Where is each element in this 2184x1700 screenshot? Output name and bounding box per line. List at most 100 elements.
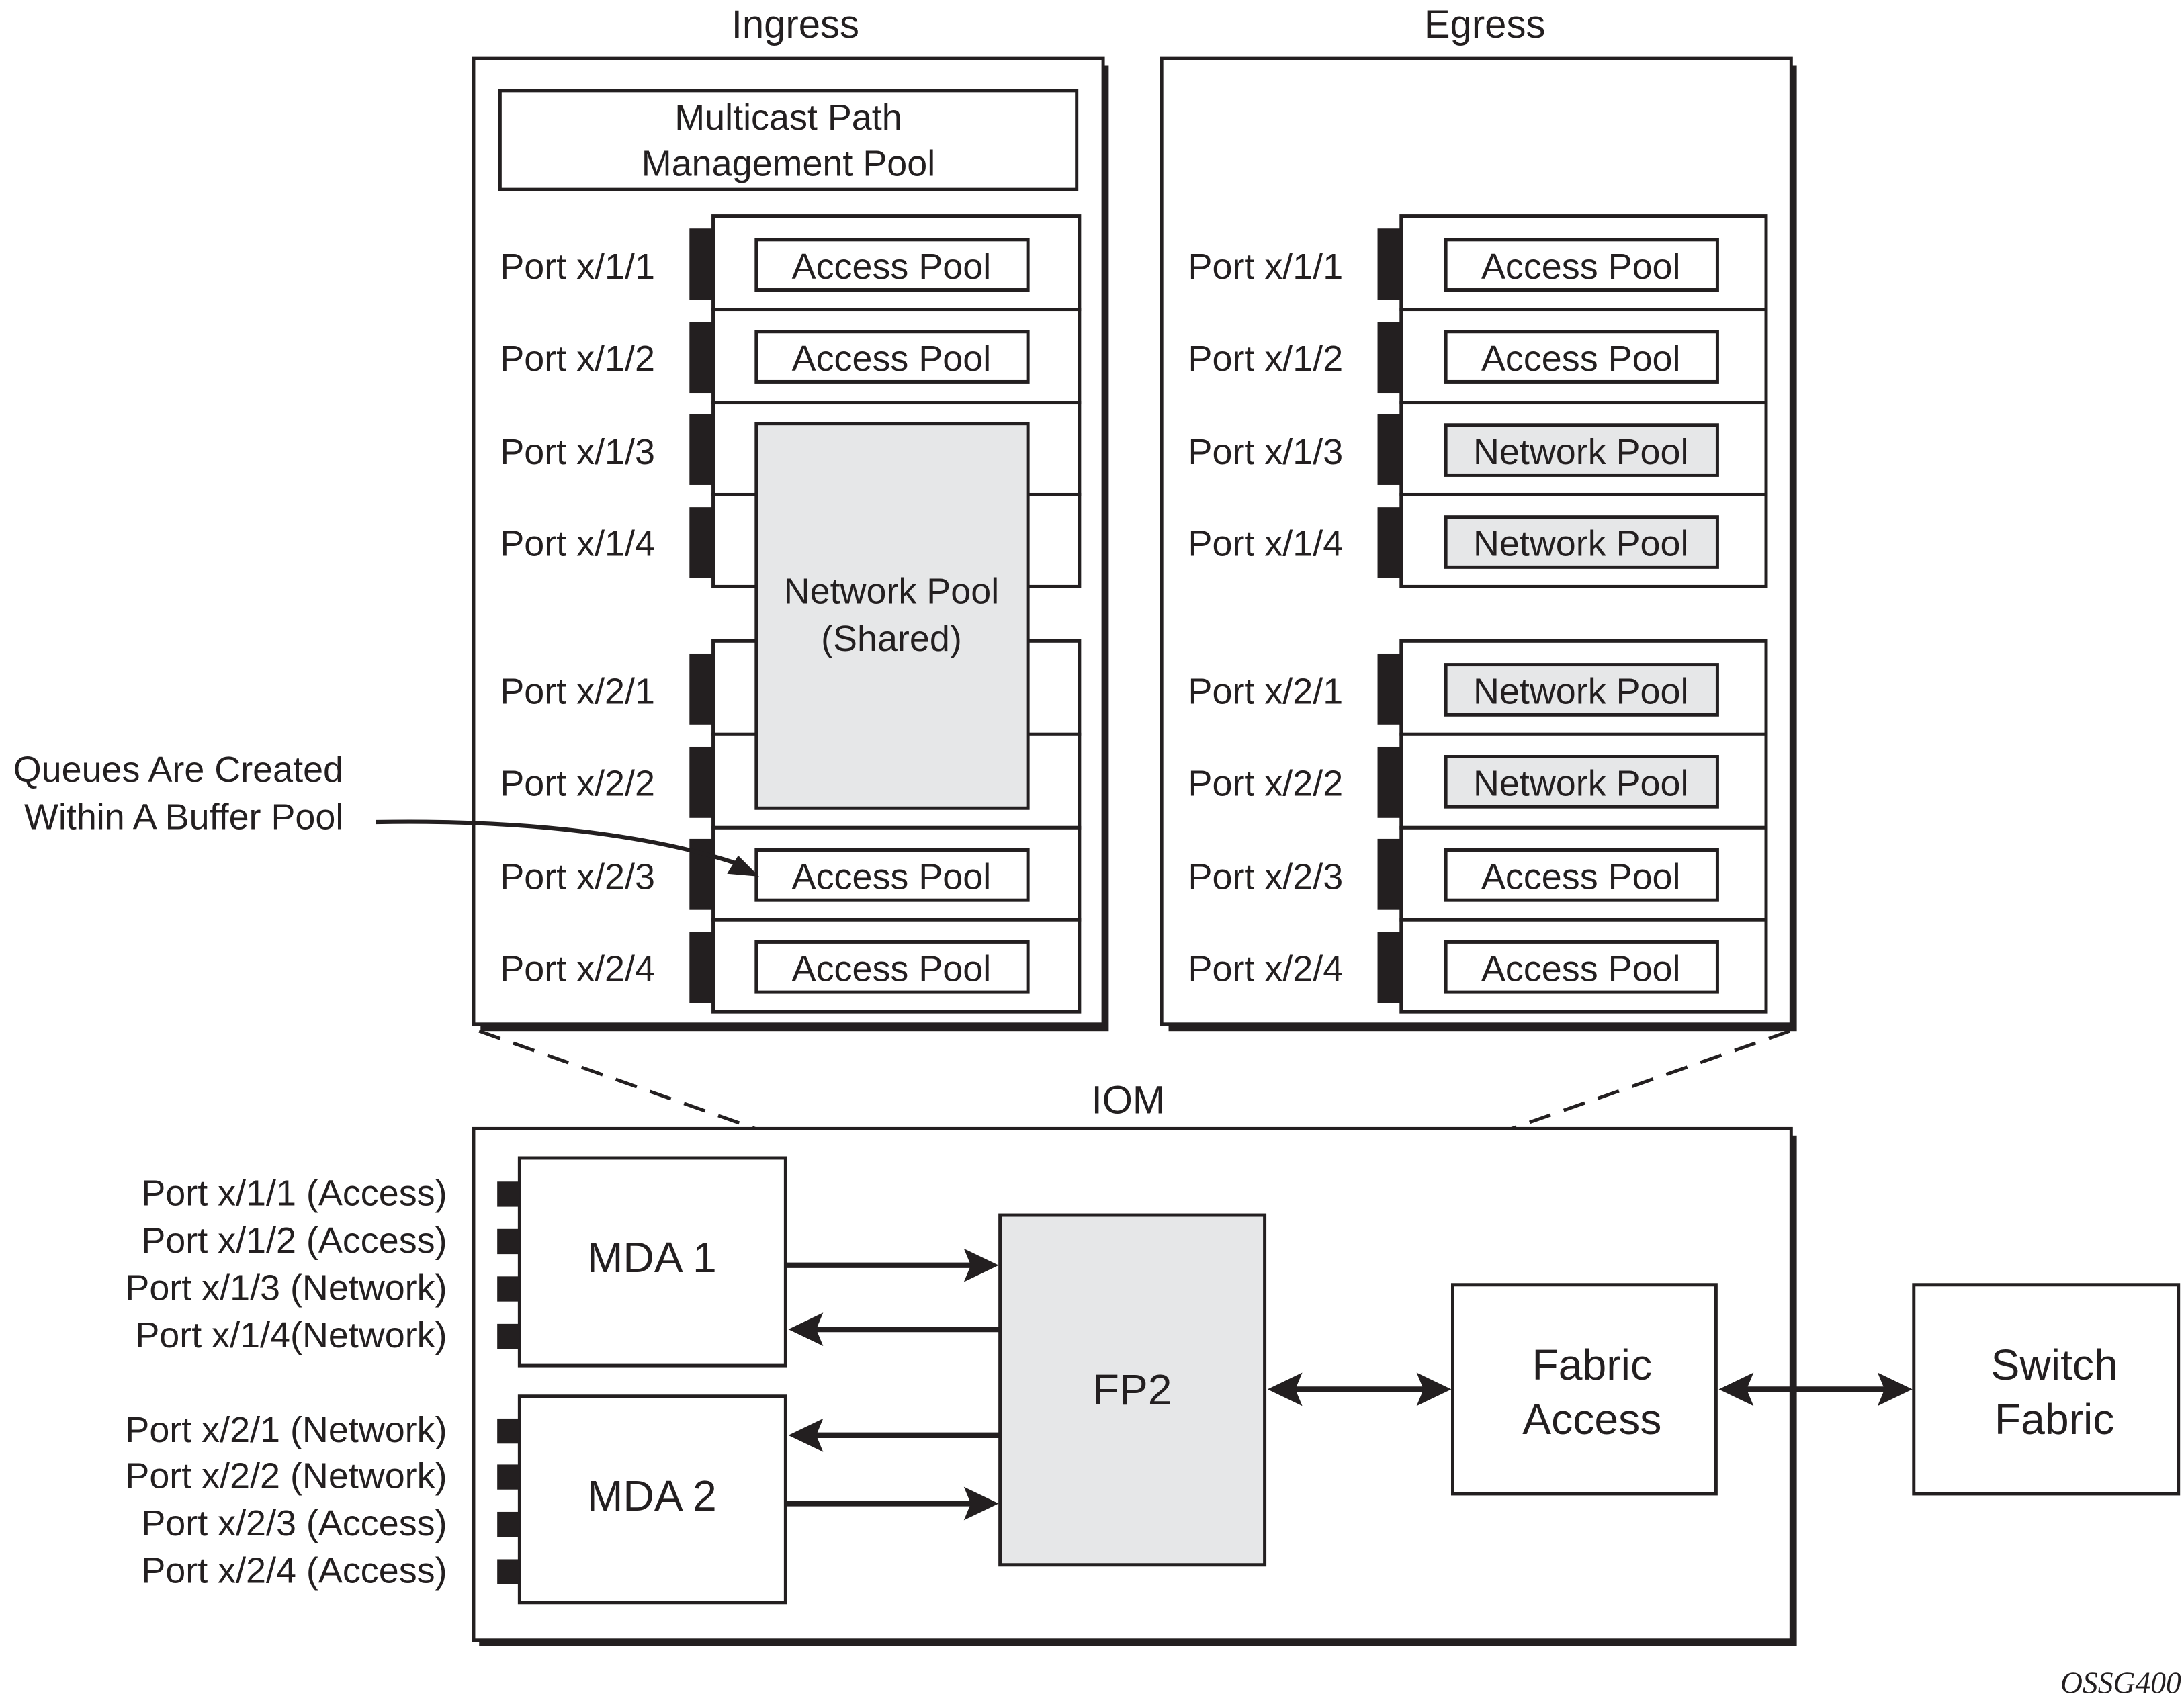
mda1-port-label: Port x/1/4(Network) bbox=[135, 1315, 447, 1355]
egress-panel: Egress Port x/1/1 Port x/1/2 Port x/1/3 … bbox=[1160, 3, 1797, 1032]
shared-network-pool-line2: (Shared) bbox=[821, 619, 962, 659]
access-pool-label: Access Pool bbox=[792, 339, 992, 379]
port-connector-icon bbox=[497, 1464, 520, 1490]
iom-panel: IOM MDA 1 Port x/1/1 (Access) Port x/1/2… bbox=[125, 1079, 1797, 1646]
switch-fabric-box bbox=[1912, 1283, 2181, 1496]
annotation-arrow-line bbox=[376, 819, 739, 866]
egress-port-label: Port x/2/3 bbox=[1188, 857, 1344, 897]
port-connector-icon bbox=[1377, 414, 1401, 485]
figure-id: OSSG400 bbox=[2060, 1666, 2181, 1700]
ingress-port-label: Port x/1/3 bbox=[500, 432, 655, 472]
port-connector-icon bbox=[689, 322, 713, 394]
port-connector-icon bbox=[689, 228, 713, 300]
mda2-label: MDA 2 bbox=[587, 1472, 717, 1520]
port-connector-icon bbox=[1377, 322, 1401, 394]
access-pool-box bbox=[754, 940, 1030, 994]
egress-port-label: Port x/2/1 bbox=[1188, 672, 1344, 712]
network-pool-label: Network Pool bbox=[1473, 764, 1688, 804]
ingress-port-label: Port x/2/4 bbox=[500, 948, 655, 989]
network-pool-box bbox=[1444, 755, 1719, 809]
egress-port-label: Port x/1/1 bbox=[1188, 247, 1344, 287]
access-pool-box bbox=[1444, 940, 1719, 994]
annotation-arrowhead-icon bbox=[727, 855, 759, 877]
port-connector-icon bbox=[1377, 932, 1401, 1003]
egress-port-label: Port x/2/2 bbox=[1188, 764, 1344, 804]
fp2-label: FP2 bbox=[1093, 1366, 1172, 1414]
access-pool-box bbox=[754, 330, 1030, 384]
arrowhead-right-icon bbox=[963, 1486, 999, 1521]
port-connector-icon bbox=[689, 932, 713, 1003]
access-pool-label: Access Pool bbox=[1481, 857, 1681, 897]
egress-title: Egress bbox=[1424, 3, 1546, 46]
access-pool-box bbox=[754, 238, 1030, 292]
network-pool-box bbox=[1444, 423, 1719, 477]
access-pool-label: Access Pool bbox=[792, 857, 992, 897]
access-pool-label: Access Pool bbox=[792, 247, 992, 287]
arrowhead-right-icon bbox=[963, 1248, 999, 1282]
port-connector-icon bbox=[1377, 228, 1401, 300]
access-pool-box bbox=[1444, 848, 1719, 902]
ingress-port-label: Port x/2/3 bbox=[500, 857, 655, 897]
mda2-port-label: Port x/2/1 (Network) bbox=[125, 1410, 447, 1450]
access-pool-label: Access Pool bbox=[1481, 948, 1681, 989]
egress-port-label: Port x/1/3 bbox=[1188, 432, 1344, 472]
fp2-box bbox=[998, 1213, 1267, 1567]
access-pool-label: Access Pool bbox=[1481, 247, 1681, 287]
iom-title: IOM bbox=[1092, 1079, 1166, 1122]
mda2-box bbox=[517, 1394, 787, 1605]
zoom-line-right bbox=[1264, 1029, 1791, 1217]
access-pool-label: Access Pool bbox=[1481, 339, 1681, 379]
port-connector-icon bbox=[497, 1511, 520, 1537]
shared-network-pool-line1: Network Pool bbox=[784, 571, 999, 611]
port-connector-icon bbox=[497, 1418, 520, 1444]
fabric-access-line2: Access bbox=[1522, 1395, 1661, 1443]
access-pool-label: Access Pool bbox=[792, 948, 992, 989]
port-connector-icon bbox=[497, 1559, 520, 1584]
mda1-port-label: Port x/1/3 (Network) bbox=[125, 1268, 447, 1308]
network-pool-label: Network Pool bbox=[1473, 672, 1688, 712]
ingress-port-label: Port x/2/2 bbox=[500, 764, 655, 804]
switch-fabric-line1: Switch bbox=[1991, 1341, 2118, 1389]
egress-port-label: Port x/1/2 bbox=[1188, 339, 1344, 379]
port-connector-icon bbox=[1377, 838, 1401, 910]
network-pool-box bbox=[1444, 663, 1719, 717]
switch-fabric-line2: Fabric bbox=[1995, 1395, 2115, 1443]
port-connector-icon bbox=[497, 1323, 520, 1349]
mda2-port-label: Port x/2/2 (Network) bbox=[125, 1456, 447, 1496]
mda2-port-label: Port x/2/4 (Access) bbox=[141, 1551, 447, 1591]
mda1-port-label: Port x/1/1 (Access) bbox=[141, 1173, 447, 1214]
fabric-access-box bbox=[1451, 1283, 1718, 1496]
port-connector-icon bbox=[497, 1276, 520, 1302]
port-connector-icon bbox=[689, 507, 713, 578]
arrowhead-right-icon bbox=[1416, 1372, 1452, 1406]
network-pool-label: Network Pool bbox=[1473, 524, 1688, 564]
arrowhead-left-icon bbox=[788, 1312, 824, 1347]
queue-annotation: Queues Are Created Within A Buffer Pool bbox=[13, 750, 759, 877]
zoom-line-left bbox=[478, 1029, 1001, 1217]
mda2-port-label: Port x/2/3 (Access) bbox=[141, 1503, 447, 1544]
mda1-box bbox=[517, 1156, 787, 1368]
port-connector-icon bbox=[497, 1181, 520, 1207]
shared-network-pool-box bbox=[754, 422, 1030, 810]
port-connector-icon bbox=[689, 746, 713, 818]
ingress-port-label: Port x/1/4 bbox=[500, 524, 655, 564]
multicast-pool-line2: Management Pool bbox=[642, 143, 935, 183]
network-pool-box bbox=[1444, 515, 1719, 569]
network-pool-label: Network Pool bbox=[1473, 432, 1688, 472]
ingress-port-label: Port x/1/2 bbox=[500, 339, 655, 379]
fabric-access-line1: Fabric bbox=[1532, 1341, 1653, 1389]
annotation-line2: Within A Buffer Pool bbox=[24, 797, 343, 837]
port-connector-icon bbox=[1377, 746, 1401, 818]
arrowhead-left-icon bbox=[1718, 1372, 1754, 1406]
access-pool-box bbox=[1444, 238, 1719, 292]
arrowhead-left-icon bbox=[788, 1418, 824, 1452]
port-connector-icon bbox=[1377, 653, 1401, 725]
arrowhead-left-icon bbox=[1267, 1372, 1303, 1406]
mda1-label: MDA 1 bbox=[587, 1233, 717, 1282]
annotation-line1: Queues Are Created bbox=[13, 750, 343, 790]
ingress-panel: Ingress Multicast Path Management Pool P… bbox=[472, 3, 1109, 1032]
port-connector-icon bbox=[1377, 507, 1401, 578]
ingress-port-label: Port x/1/1 bbox=[500, 247, 655, 287]
port-connector-icon bbox=[689, 414, 713, 485]
